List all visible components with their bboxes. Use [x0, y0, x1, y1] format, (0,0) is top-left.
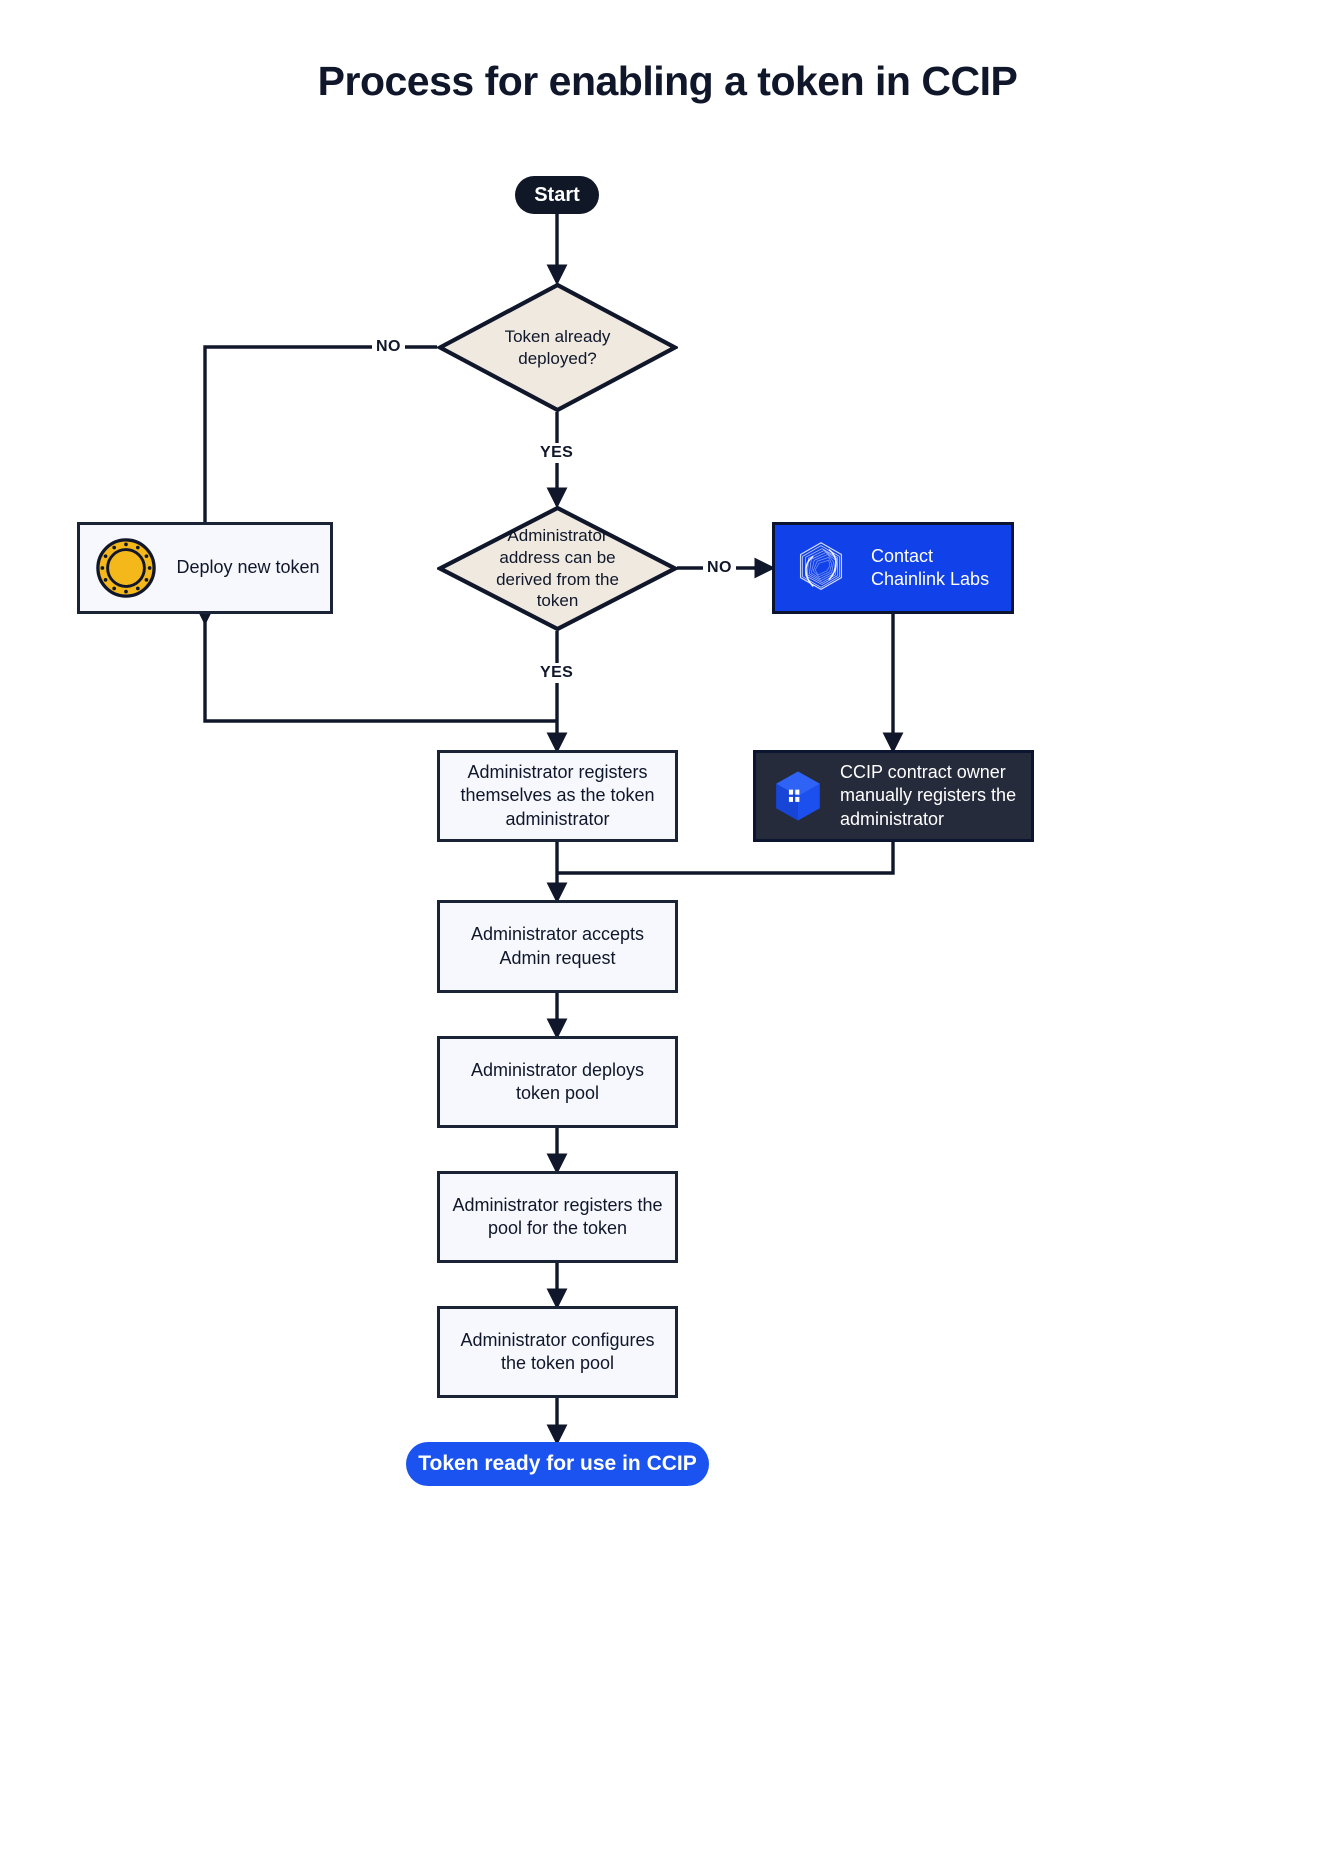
edge-label-admin-derivable-no: NO	[703, 558, 736, 578]
node-admin-registers-pool[interactable]: Administrator registers the pool for the…	[437, 1171, 678, 1263]
node-deploy-new-token[interactable]: Deploy new token	[77, 522, 333, 614]
edge-label-token-deployed-yes: YES	[536, 443, 578, 463]
node-decision-token-deployed-label: Token already deployed?	[504, 326, 611, 368]
node-admin-accepts-request-label: Administrator accepts Admin request	[470, 924, 645, 968]
node-start[interactable]: Start	[515, 176, 599, 214]
node-deploy-new-token-label: Deploy new token	[176, 557, 320, 578]
node-admin-registers-self[interactable]: Administrator registers themselves as th…	[437, 750, 678, 842]
node-admin-registers-pool-label: Administrator registers the pool for the…	[452, 1194, 663, 1238]
ccip-cube-icon	[756, 750, 840, 842]
edge-label-admin-derivable-yes: YES	[536, 663, 578, 683]
node-admin-configures-pool[interactable]: Administrator configures the token pool	[437, 1306, 678, 1398]
decision-token-deployed-shape	[437, 282, 678, 413]
node-end[interactable]: Token ready for use in CCIP	[406, 1442, 709, 1486]
node-admin-configures-pool-label: Administrator configures the token pool	[460, 1329, 655, 1373]
node-start-label: Start	[534, 184, 580, 206]
node-ccip-owner-registers[interactable]: CCIP contract owner manually registers t…	[753, 750, 1034, 842]
node-admin-accepts-request[interactable]: Administrator accepts Admin request	[437, 900, 678, 993]
node-admin-registers-self-label: Administrator registers themselves as th…	[460, 762, 655, 829]
edge-ccip-owner-to-accepts	[557, 841, 895, 875]
node-decision-admin-derivable[interactable]: Administrator address can be derived fro…	[437, 505, 678, 632]
node-admin-deploys-pool[interactable]: Administrator deploys token pool	[437, 1036, 678, 1128]
page-title: Process for enabling a token in CCIP	[317, 58, 1018, 104]
decision-admin-derivable-shape	[437, 505, 678, 632]
chainlink-spiral-icon	[775, 522, 867, 614]
edge-label-token-deployed-no: NO	[372, 337, 405, 357]
node-decision-token-deployed[interactable]: Token already deployed?	[437, 282, 678, 413]
node-admin-deploys-pool-label: Administrator deploys token pool	[470, 1059, 645, 1103]
node-decision-admin-derivable-label: Administrator address can be derived fro…	[496, 526, 619, 611]
node-ccip-owner-registers-label: CCIP contract owner manually registers t…	[840, 762, 1017, 829]
gold-coin-icon	[80, 522, 172, 614]
node-contact-chainlink-labs-label: Contact Chainlink Labs	[871, 545, 990, 589]
node-end-label: Token ready for use in CCIP	[418, 1452, 697, 1476]
node-contact-chainlink-labs[interactable]: Contact Chainlink Labs	[772, 522, 1014, 614]
